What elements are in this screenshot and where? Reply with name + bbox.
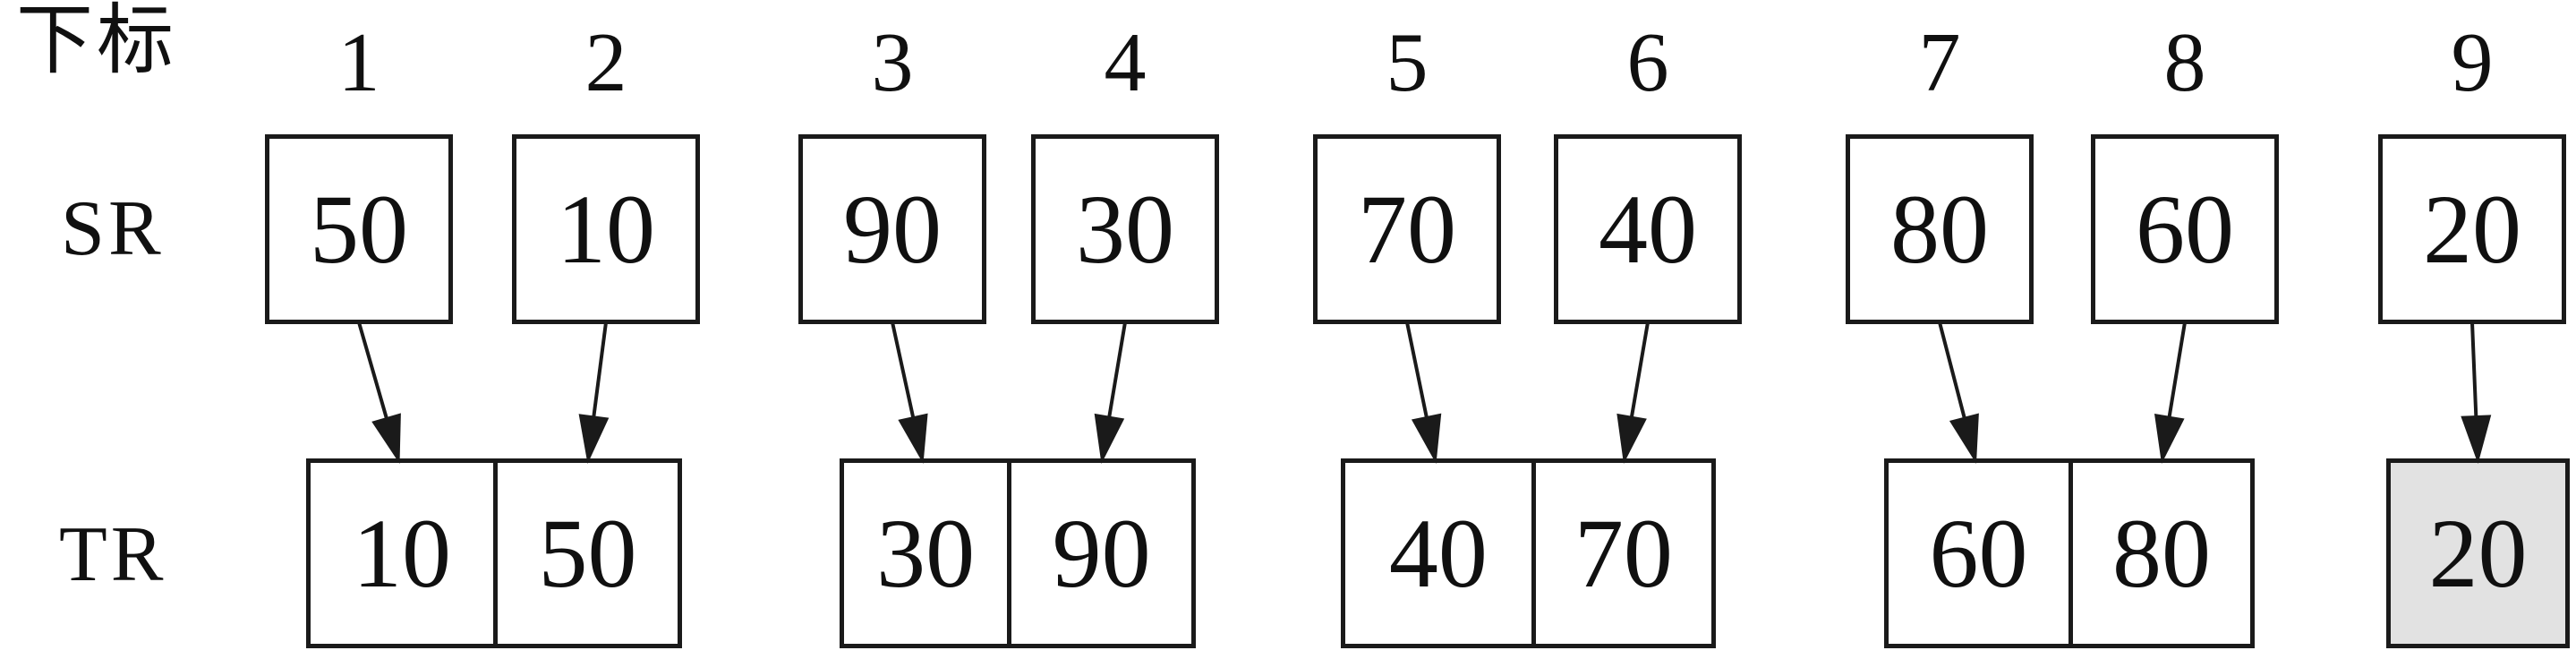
index-label: 5: [1386, 16, 1429, 109]
tr-value: 40: [1388, 499, 1488, 608]
index-label: 3: [871, 16, 914, 109]
sr-value: 20: [2423, 175, 2521, 284]
index-label: 8: [2163, 16, 2206, 109]
tr-group: 10 50: [306, 458, 682, 648]
tr-value: 90: [1052, 499, 1151, 608]
tr-cell: 60: [1889, 463, 2068, 644]
merge-arrow: [2461, 321, 2492, 464]
sr-row-label: SR: [61, 185, 165, 272]
sr-value: 10: [557, 175, 655, 284]
sr-box: 50: [265, 134, 453, 324]
index-label: 2: [584, 16, 627, 109]
tr-cell: 70: [1531, 463, 1711, 644]
merge-arrow: [1616, 321, 1650, 464]
tr-cell: 50: [492, 463, 678, 644]
tr-value: 20: [2428, 499, 2528, 608]
tr-group: 60 80: [1884, 458, 2255, 648]
tr-cell: 90: [1007, 463, 1191, 644]
tr-value: 50: [538, 499, 637, 608]
sr-value: 80: [1890, 175, 1989, 284]
tr-value: 80: [2111, 499, 2211, 608]
index-row-label: 下标: [16, 0, 177, 83]
sr-box: 10: [512, 134, 700, 324]
index-label: 7: [1918, 16, 1961, 109]
merge-arrow: [1094, 321, 1127, 464]
tr-value: 10: [352, 499, 451, 608]
tr-group: 30 90: [840, 458, 1196, 648]
sr-value: 30: [1076, 175, 1174, 284]
tr-cell: 40: [1345, 463, 1531, 644]
tr-value: 70: [1574, 499, 1673, 608]
sr-box: 90: [798, 134, 986, 324]
tr-group: 40 70: [1341, 458, 1716, 648]
sr-value: 70: [1358, 175, 1456, 284]
tr-group: 20: [2386, 458, 2570, 648]
merge-arrow: [891, 321, 928, 464]
sr-value: 40: [1599, 175, 1697, 284]
sr-box: 20: [2378, 134, 2566, 324]
index-label: 9: [2451, 16, 2494, 109]
sr-box: 60: [2091, 134, 2279, 324]
sr-value: 50: [310, 175, 408, 284]
sr-box: 40: [1554, 134, 1742, 324]
merge-arrow: [357, 321, 401, 464]
tr-cell: 80: [2068, 463, 2250, 644]
index-label: 4: [1104, 16, 1147, 109]
merge-arrow: [2154, 321, 2187, 464]
tr-cell: 30: [844, 463, 1008, 644]
sr-box: 80: [1846, 134, 2034, 324]
merge-arrow: [1405, 321, 1442, 464]
tr-row-label: TR: [59, 511, 167, 598]
index-label: 1: [337, 16, 380, 109]
tr-cell: 10: [311, 463, 493, 644]
index-label: 6: [1626, 16, 1669, 109]
merge-arrow: [578, 321, 610, 464]
merge-arrow: [1938, 321, 1979, 464]
tr-cell-shaded: 20: [2391, 463, 2565, 644]
tr-value: 30: [876, 499, 976, 608]
sr-box: 70: [1313, 134, 1501, 324]
sr-value: 60: [2136, 175, 2234, 284]
tr-value: 60: [1929, 499, 2028, 608]
sr-box: 30: [1031, 134, 1219, 324]
sr-value: 90: [843, 175, 942, 284]
